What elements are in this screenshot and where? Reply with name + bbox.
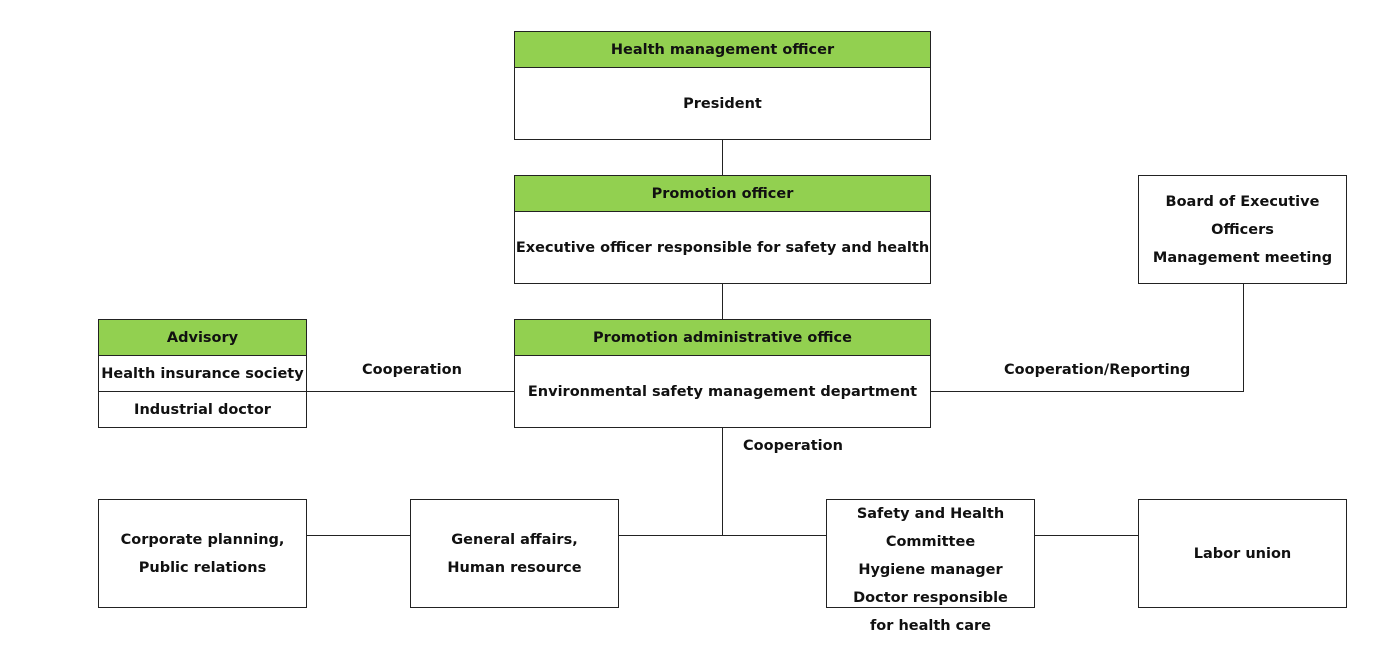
advisory-row-industrial-doctor: Industrial doctor xyxy=(99,391,306,427)
advisory-row-health-insurance: Health insurance society xyxy=(101,365,304,382)
promotion-office-body: Environmental safety management departme… xyxy=(527,383,918,400)
promotion-office-box: Promotion administrative office Environm… xyxy=(514,319,931,428)
committee-line-3: Doctor responsible xyxy=(853,590,1008,606)
promotion-officer-box: Promotion officer Executive officer resp… xyxy=(514,175,931,284)
labor-union-label: Labor union xyxy=(1193,545,1292,562)
committee-line-4: for health care xyxy=(869,618,992,634)
general-affairs-box: General affairs, Human resource xyxy=(410,499,619,608)
health-management-officer-body: President xyxy=(683,95,762,112)
committee-line-2: Hygiene manager xyxy=(858,562,1003,578)
health-management-officer-box: Health management officer President xyxy=(514,31,931,140)
safety-committee-box: Safety and Health Committee Hygiene mana… xyxy=(826,499,1035,634)
health-management-officer-header: Health management officer xyxy=(515,32,930,68)
promotion-officer-body: Executive officer responsible for safety… xyxy=(515,239,930,256)
connector-office-to-board xyxy=(931,284,1244,392)
corporate-line-2: Public relations xyxy=(138,559,267,576)
cooperation-reporting-label: Cooperation/Reporting xyxy=(1004,362,1191,378)
promotion-office-header: Promotion administrative office xyxy=(515,320,930,356)
cooperation-label-down: Cooperation xyxy=(743,438,843,454)
committee-line-1: Safety and Health Committee xyxy=(856,506,1005,550)
labor-union-box: Labor union xyxy=(1138,499,1347,608)
board-line-1: Board of Executive Officers xyxy=(1165,193,1320,238)
advisory-header: Advisory xyxy=(99,320,306,356)
cooperation-label-left: Cooperation xyxy=(362,362,462,378)
corporate-line-1: Corporate planning, xyxy=(120,531,285,548)
promotion-officer-header: Promotion officer xyxy=(515,176,930,212)
general-affairs-line-1: General affairs, xyxy=(451,531,578,548)
general-affairs-line-2: Human resource xyxy=(447,559,582,576)
advisory-box: Advisory Health insurance society Indust… xyxy=(98,319,307,428)
board-line-2: Management meeting xyxy=(1152,249,1333,266)
board-box: Board of Executive Officers Management m… xyxy=(1138,175,1347,284)
corporate-planning-box: Corporate planning, Public relations xyxy=(98,499,307,608)
